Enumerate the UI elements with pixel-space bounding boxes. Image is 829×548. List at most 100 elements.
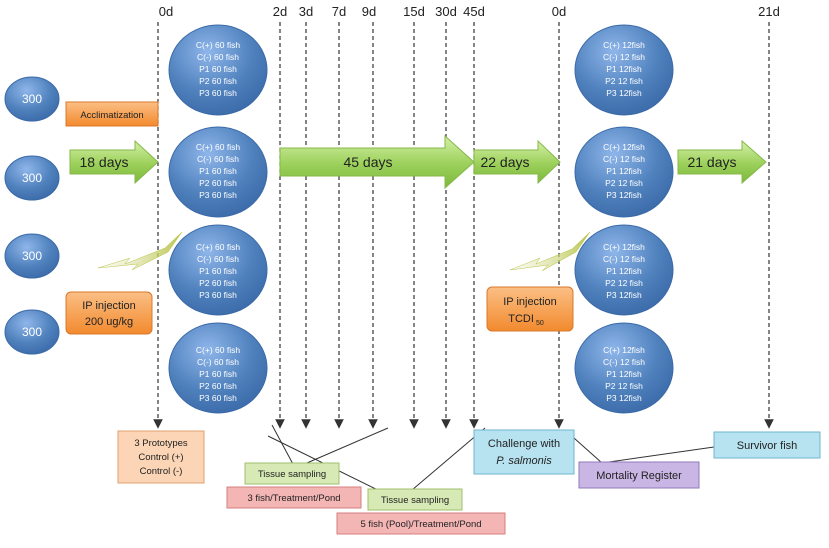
day-label-9d: 9d [362,4,376,19]
prototypes-line: Control (-) [140,466,183,477]
pond-line: P3 60 fish [199,393,237,403]
acclimatization-box: Acclimatization [65,101,159,127]
tissue-sampling-box-1: Tissue sampling [244,462,340,485]
pond-line: C(+) 12fish [603,40,645,50]
day-label-21d: 21d [758,4,780,19]
pond-line: C(+) 12fish [603,345,645,355]
pond-line: C(-) 60 fish [197,357,239,367]
start-group-1: 300 [4,76,60,122]
connector-line [411,427,486,491]
pond-line: P3 12fish [606,393,642,403]
pond-line: P3 60 fish [199,290,237,300]
pond-line: C(+) 60 fish [196,345,240,355]
phase-arrow-label: 22 days [480,154,529,170]
connector-line [271,424,295,467]
pond-circle: C(+) 60 fish C(-) 60 fish P1 60 fish P2 … [168,322,268,414]
phase-arrow-label: 21 days [687,154,736,170]
day-label-2d: 2d [273,4,287,19]
pond-circle: C(+) 12fish C(-) 12 fish P1 12fish P2 12… [574,24,674,116]
pond-line: C(-) 60 fish [197,254,239,264]
day-label-7d: 7d [332,4,346,19]
pond-line: C(+) 12fish [603,242,645,252]
pond-line: P1 12fish [606,64,642,74]
day-labels: 0d 2d 3d 7d 9d 15d 30d 45d 0d 21d [159,4,780,19]
connector-line [601,446,715,464]
survivor-fish-label: Survivor fish [737,440,798,452]
pond-line: C(+) 60 fish [196,142,240,152]
tissue-sampling-label: Tissue sampling [258,469,326,480]
phase-arrow-21-days: 21 days [677,139,767,185]
pond-line: P3 12fish [606,88,642,98]
day-label-3d: 3d [299,4,313,19]
phase-arrow-22-days: 22 days [473,139,561,185]
fish-treatment-label: 5 fish (Pool)/Treatment/Pond [360,519,481,530]
challenge-box: Challenge with P. salmonis [473,429,575,475]
day-label-0d: 0d [159,4,173,19]
pond-circle: C(+) 12fish C(-) 12 fish P1 12fish P2 12… [574,224,674,316]
pond-line: P1 60 fish [199,64,237,74]
pond-line: P1 12fish [606,266,642,276]
pond-circle: C(+) 12fish C(-) 12 fish P1 12fish P2 12… [574,126,674,218]
pond-line: P2 60 fish [199,178,237,188]
lightning-bolt-icon [509,231,591,272]
day-label-15d: 15d [403,4,425,19]
pond-line: P2 12 fish [605,278,643,288]
start-group-3: 300 [4,233,60,279]
pond-circle: C(+) 12fish C(-) 12 fish P1 12fish P2 12… [574,322,674,414]
ip-injection-label: IP injection [82,300,136,312]
ip-injection-box: IP injection 200 ug/kg [65,291,153,335]
pond-line: C(+) 60 fish [196,40,240,50]
pond-line: C(-) 12 fish [603,254,645,264]
start-group-count: 300 [22,171,42,185]
pond-line: P1 12fish [606,369,642,379]
tissue-sampling-box-2: Tissue sampling [367,488,463,511]
start-group-count: 300 [22,249,42,263]
phase-arrow-label: 18 days [79,154,128,170]
pond-line: C(+) 12fish [603,142,645,152]
ponds-phase2: C(+) 12fish C(-) 12 fish P1 12fish P2 12… [574,24,674,414]
prototypes-box: 3 Prototypes Control (+) Control (-) [117,430,205,484]
prototypes-line: 3 Prototypes [134,438,188,449]
start-group-count: 300 [22,92,42,106]
pond-line: P2 60 fish [199,381,237,391]
mortality-register-box: Mortality Register [578,461,700,489]
pond-line: P2 12 fish [605,178,643,188]
acclimatization-label: Acclimatization [80,110,143,121]
phase-arrow-18-days: 18 days [69,139,159,185]
pond-line: C(-) 60 fish [197,52,239,62]
ip-injection-dose: 200 ug/kg [85,316,133,328]
pond-line: P1 12fish [606,166,642,176]
day-label-45d: 45d [463,4,485,19]
pond-line: P3 60 fish [199,190,237,200]
challenge-pathogen: P. salmonis [496,455,552,467]
pond-line: P2 12 fish [605,381,643,391]
day-label-30d: 30d [435,4,457,19]
mortality-register-label: Mortality Register [596,470,682,482]
start-groups: 300 300 300 300 [4,76,60,355]
prototypes-line: Control (+) [138,452,183,463]
challenge-injection-label: IP injection [503,296,557,308]
start-group-4: 300 [4,309,60,355]
start-group-count: 300 [22,325,42,339]
pond-line: C(-) 12 fish [603,357,645,367]
fish-treatment-label: 3 fish/Treatment/Pond [247,493,340,504]
connector-line [299,427,389,467]
fish-treatment-box-2: 5 fish (Pool)/Treatment/Pond [336,512,506,535]
pond-line: P3 60 fish [199,88,237,98]
pond-circle: C(+) 60 fish C(-) 60 fish P1 60 fish P2 … [168,24,268,116]
ponds-phase1: C(+) 60 fish C(-) 60 fish P1 60 fish P2 … [168,24,268,414]
challenge-label: Challenge with [488,438,560,450]
lightning-bolt-icon [97,231,183,271]
fish-treatment-box-1: 3 fish/Treatment/Pond [226,486,362,509]
pond-circle: C(+) 60 fish C(-) 60 fish P1 60 fish P2 … [168,224,268,316]
phase-arrow-label: 45 days [343,154,392,170]
day-label-0d-challenge: 0d [552,4,566,19]
pond-circle: C(+) 60 fish C(-) 60 fish P1 60 fish P2 … [168,126,268,218]
pond-line: P1 60 fish [199,369,237,379]
phase-arrow-45-days: 45 days [279,134,475,190]
pond-line: P3 12fish [606,290,642,300]
start-group-2: 300 [4,155,60,201]
